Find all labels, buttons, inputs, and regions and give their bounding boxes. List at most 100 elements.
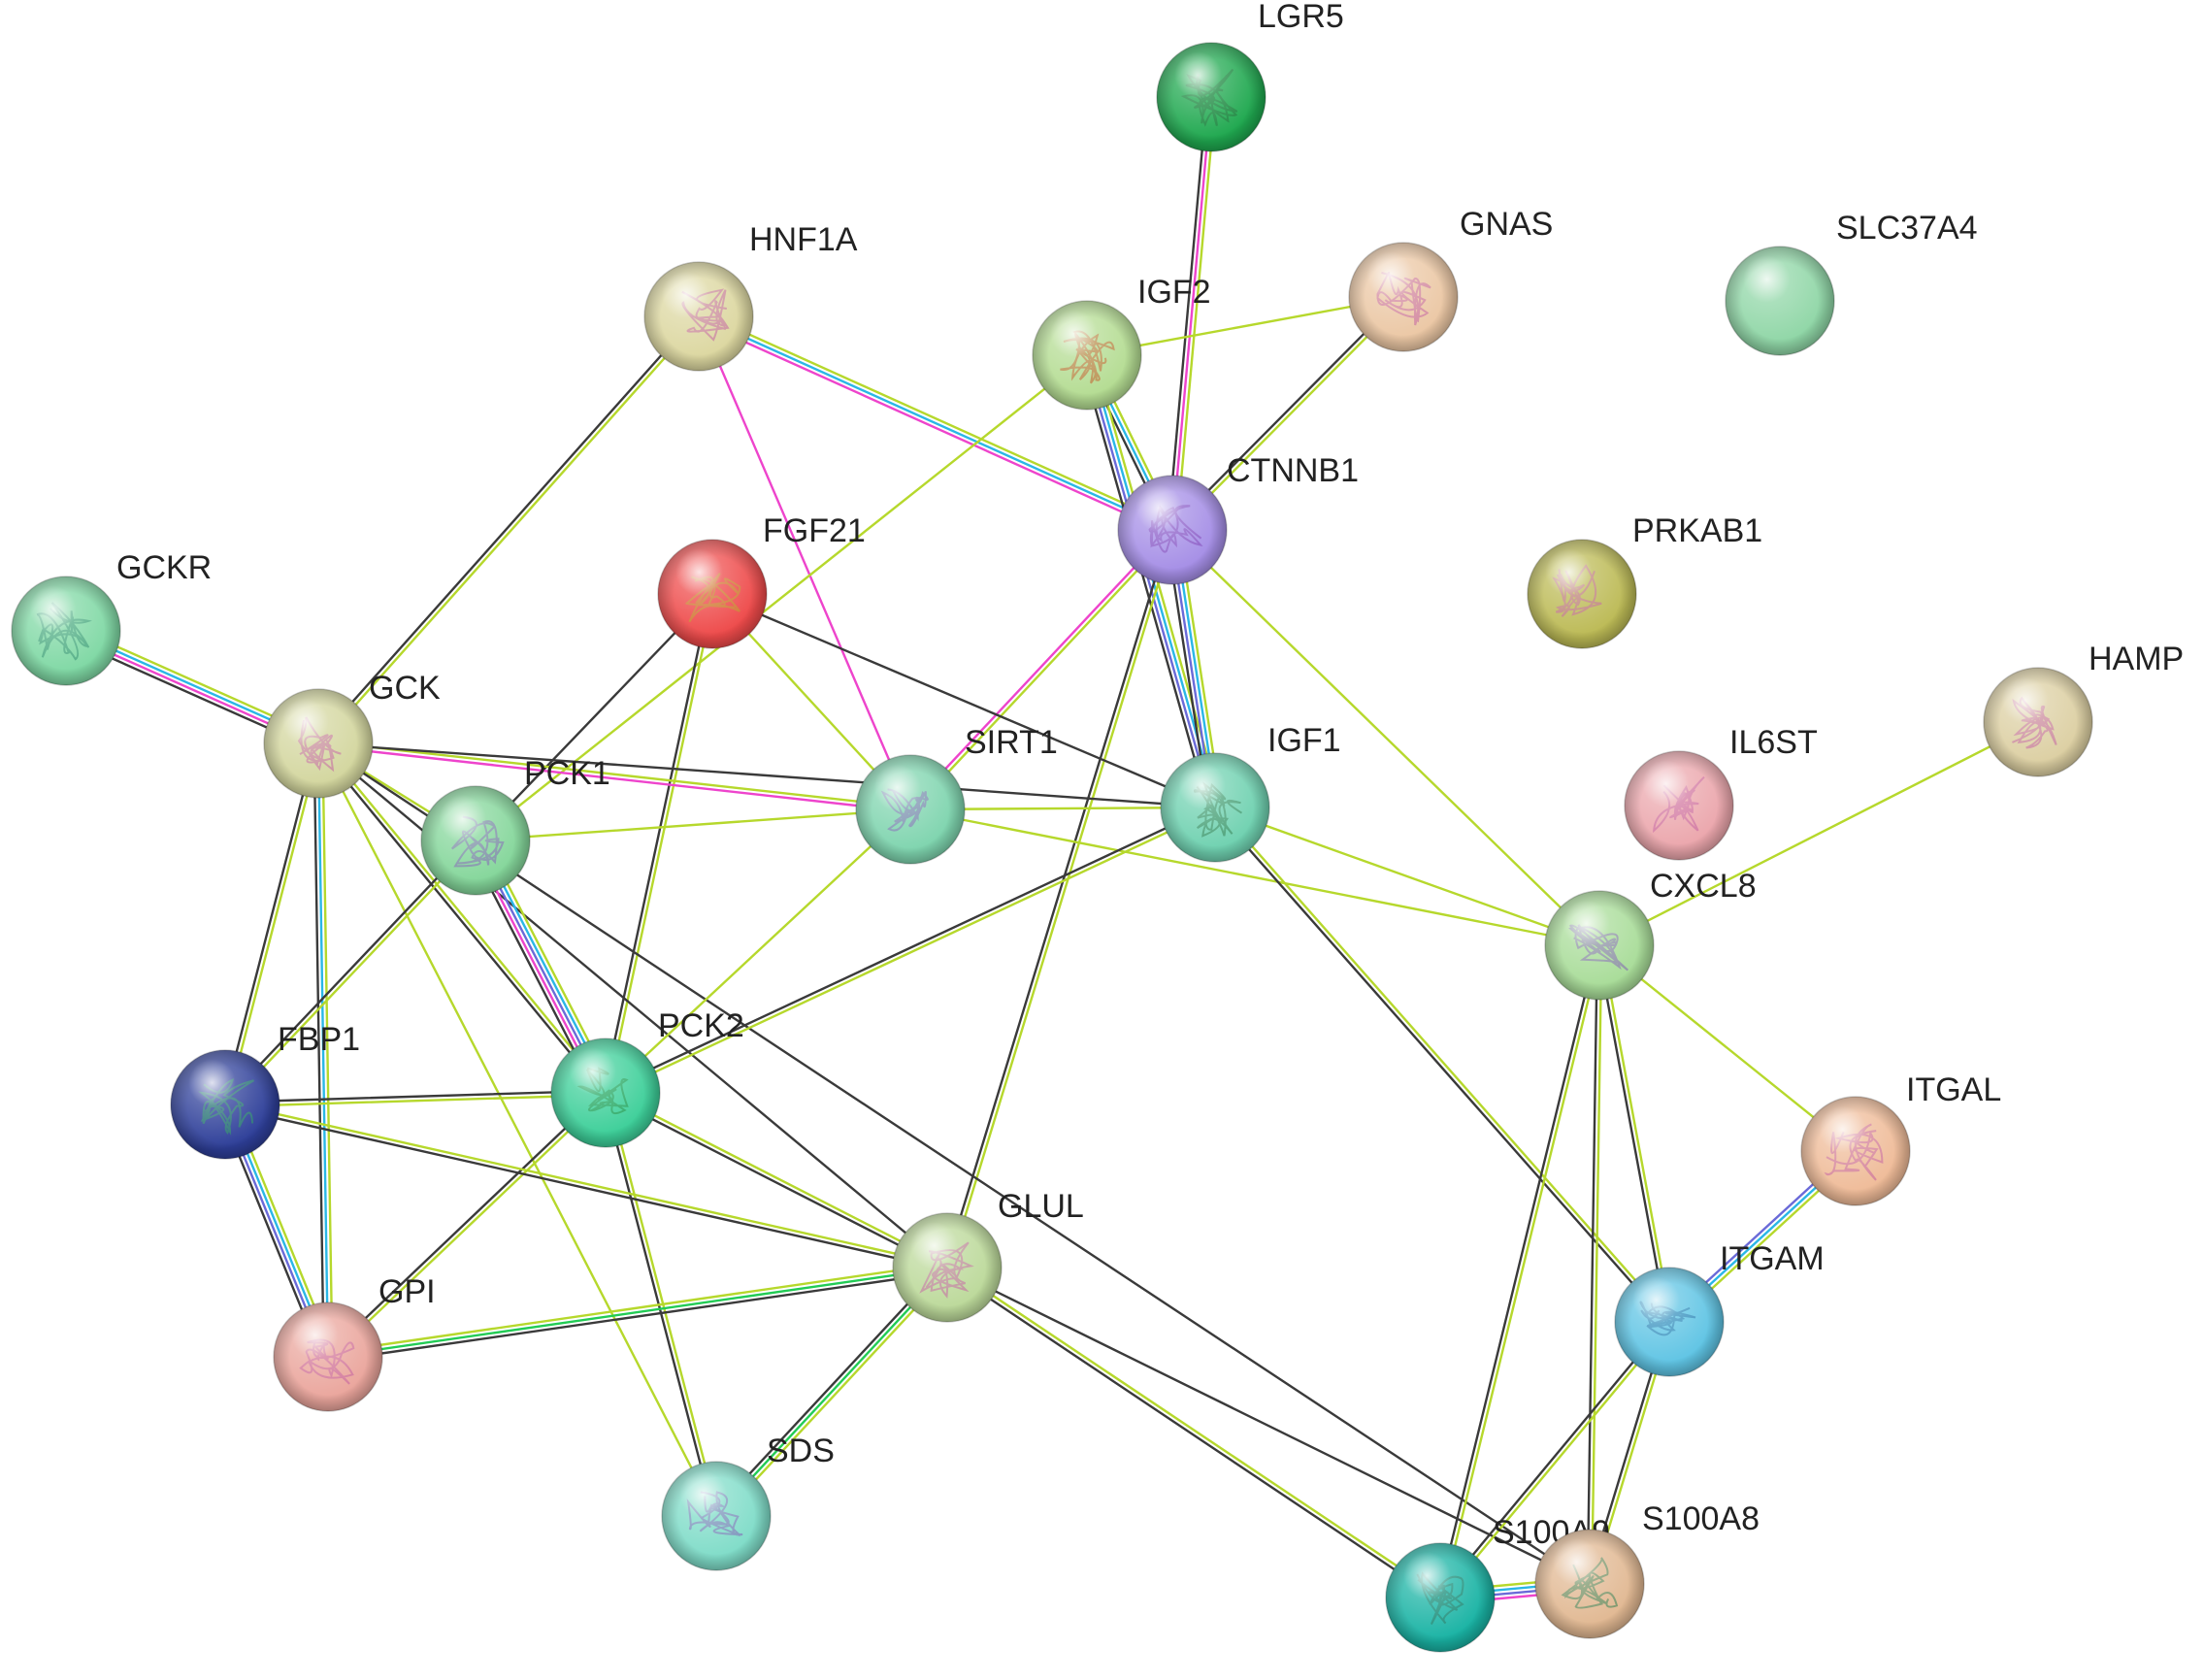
edge-glul-s100a9 — [944, 1264, 1443, 1601]
node-gckr[interactable]: GCKR — [11, 549, 212, 686]
edge-channel-blue — [1083, 354, 1215, 809]
edge-ctnnb1-sirt1 — [907, 527, 1175, 812]
node-label-gckr: GCKR — [116, 549, 212, 586]
node-sirt1[interactable]: SIRT1 — [855, 724, 1058, 865]
edge-channel-black — [1586, 943, 1599, 1586]
node-itgam[interactable]: ITGAM — [1614, 1240, 1825, 1377]
edge-channel-black — [313, 741, 325, 1359]
edge-channel-yellowgreen — [316, 741, 718, 1518]
edge-channel-yellowgreen — [225, 840, 478, 1107]
node-sds[interactable]: SDS — [661, 1433, 835, 1571]
node-fbp1[interactable]: FBP1 — [170, 1021, 360, 1160]
edge-channel-yellowgreen — [474, 353, 1089, 842]
edge-ctnnb1-cxcl8 — [1170, 528, 1601, 947]
node-label-gnas: GNAS — [1460, 206, 1553, 243]
node-highlight — [644, 262, 753, 371]
edge-channel-yellowgreen — [718, 1268, 952, 1521]
edge-igf1-cxcl8 — [1213, 806, 1601, 947]
edge-channel-yellowgreen — [1175, 96, 1217, 532]
node-highlight — [1157, 43, 1266, 151]
node-gnas[interactable]: GNAS — [1348, 206, 1553, 352]
edge-channel-yellowgreen — [604, 807, 912, 1095]
edge-fgf21-igf1 — [710, 592, 1217, 809]
edge-channel-yellowgreen — [908, 807, 1601, 947]
node-highlight — [1625, 751, 1733, 860]
node-gpi[interactable]: GPI — [273, 1273, 436, 1412]
node-highlight — [1615, 1268, 1724, 1376]
edge-channel-yellowgreen — [326, 1262, 948, 1354]
node-label-lgr5: LGR5 — [1258, 0, 1344, 35]
edge-channel-yellowgreen — [223, 1093, 608, 1108]
node-il6st[interactable]: IL6ST — [1624, 724, 1818, 861]
node-label-hamp: HAMP — [2089, 641, 2184, 677]
node-prkab1[interactable]: PRKAB1 — [1527, 512, 1762, 649]
edge-hamp-cxcl8 — [1597, 720, 2040, 947]
edge-itgam-s100a9 — [1437, 1319, 1672, 1600]
edge-channel-black — [474, 592, 714, 842]
node-label-pck1: PCK1 — [524, 755, 610, 792]
edge-sirt1-pck2 — [604, 807, 912, 1095]
node-itgal[interactable]: ITGAL — [1800, 1071, 2001, 1206]
node-igf1[interactable]: IGF1 — [1160, 722, 1341, 863]
node-label-ctnnb1: CTNNB1 — [1227, 452, 1359, 489]
edge-channel-yellowgreen — [910, 530, 1175, 812]
node-highlight — [171, 1050, 280, 1159]
edge-channel-black — [221, 741, 318, 1105]
edge-hnf1a-sirt1 — [697, 314, 912, 811]
node-label-hnf1a: HNF1A — [749, 221, 858, 258]
node-label-fbp1: FBP1 — [278, 1021, 360, 1058]
edge-channel-yellowgreen — [1172, 297, 1406, 533]
edge-channel-yellowgreen — [224, 1101, 949, 1268]
node-ctnnb1[interactable]: CTNNB1 — [1117, 452, 1359, 585]
edge-channel-black — [710, 592, 1217, 809]
node-s100a9[interactable]: S100A9 — [1385, 1514, 1610, 1653]
edge-channel-black — [316, 741, 1217, 809]
node-label-s100a8: S100A8 — [1642, 1500, 1760, 1537]
node-cxcl8[interactable]: CXCL8 — [1544, 868, 1757, 1001]
edge-channel-yellowgreen — [947, 529, 1176, 1269]
edge-channel-yellowgreen — [321, 741, 334, 1359]
node-highlight — [421, 786, 530, 895]
node-highlight — [1349, 243, 1458, 351]
edge-channel-black — [1595, 944, 1669, 1324]
edge-channel-black — [315, 743, 606, 1096]
edge-hnf1a-gck — [315, 313, 702, 746]
node-igf2[interactable]: IGF2 — [1032, 274, 1211, 411]
edge-channel-black — [223, 1104, 948, 1271]
node-highlight — [1161, 753, 1269, 862]
node-highlight — [264, 689, 373, 798]
edge-gck-igf1 — [316, 741, 1217, 809]
node-highlight — [12, 576, 120, 685]
edge-igf1-pck2 — [603, 804, 1218, 1097]
node-label-igf1: IGF1 — [1267, 722, 1341, 759]
edge-gnas-ctnnb1 — [1169, 294, 1406, 533]
edge-igf2-pck1 — [474, 353, 1089, 842]
node-fgf21[interactable]: FGF21 — [657, 512, 866, 649]
node-s100a8[interactable]: S100A8 — [1534, 1500, 1760, 1639]
node-hnf1a[interactable]: HNF1A — [643, 221, 858, 372]
node-lgr5[interactable]: LGR5 — [1156, 0, 1344, 152]
edge-gck-pck2 — [315, 741, 609, 1096]
node-pck2[interactable]: PCK2 — [550, 1007, 744, 1148]
edge-channel-yellowgreen — [1597, 720, 2040, 947]
edge-channel-magenta — [695, 318, 1172, 536]
node-pck1[interactable]: PCK1 — [420, 755, 610, 896]
edge-channel-black — [602, 592, 712, 1094]
edge-cxcl8-s100a9 — [1436, 943, 1603, 1599]
edge-channel-black — [945, 1266, 1592, 1586]
node-gck[interactable]: GCK — [263, 670, 441, 799]
node-hamp[interactable]: HAMP — [1983, 641, 2184, 777]
edge-fbp1-glul — [223, 1101, 949, 1271]
node-highlight — [1386, 1543, 1495, 1652]
node-slc37a4[interactable]: SLC37A4 — [1725, 210, 1978, 356]
edge-channel-black — [325, 1090, 606, 1357]
edge-pck2-fbp1 — [223, 1089, 608, 1108]
edge-channel-yellowgreen — [1440, 944, 1603, 1599]
edge-channel-black — [1079, 355, 1210, 810]
node-label-glul: GLUL — [998, 1188, 1084, 1225]
edge-channel-yellowgreen — [1215, 805, 1672, 1322]
node-glul[interactable]: GLUL — [892, 1188, 1084, 1323]
node-label-itgal: ITGAL — [1906, 1071, 2001, 1108]
